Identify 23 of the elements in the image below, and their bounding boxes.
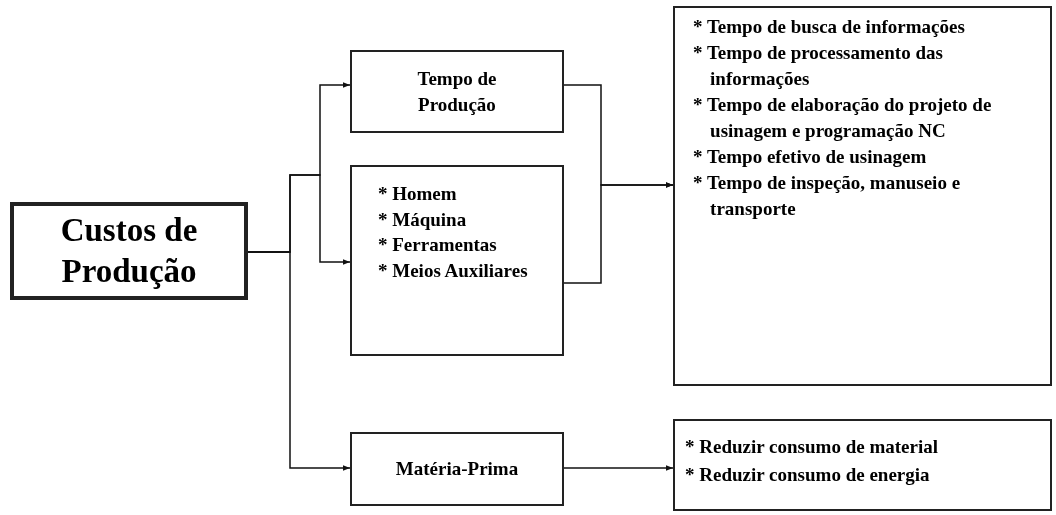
list-box: [350, 165, 564, 356]
list-item: * Ferramentas: [378, 233, 498, 258]
process-box: [10, 202, 248, 300]
list-item: * Tempo efetivo de usinagem: [693, 145, 928, 170]
box-label: Matéria-Prima: [395, 456, 519, 481]
box-label: Tempo de Produção: [416, 66, 498, 117]
list-item: * Homem: [378, 182, 458, 206]
list-item: * Tempo de inspeção, manuseio e transporte: [693, 171, 962, 222]
process-box: [350, 50, 564, 133]
list-box: [673, 419, 1052, 511]
process-box: [350, 432, 564, 506]
list-item: * Tempo de busca de informações: [693, 15, 966, 39]
connector-arrow: [247, 251, 351, 471]
list-box: [673, 6, 1052, 386]
box-label: Custos de Produção: [59, 210, 199, 291]
list-item: * Tempo de processamento das informações: [693, 41, 944, 92]
connector-arrow: [563, 465, 674, 471]
connector-arrow: [563, 182, 674, 284]
list-item: * Reduzir consumo de energia: [685, 462, 931, 487]
list-item: * Máquina: [378, 207, 468, 232]
list-item: * Meios Auxiliares: [378, 258, 529, 283]
list-item: * Tempo de elaboração do projeto de usinagem e programação NC: [693, 93, 993, 144]
list-item: * Reduzir consumo de material: [685, 435, 939, 459]
